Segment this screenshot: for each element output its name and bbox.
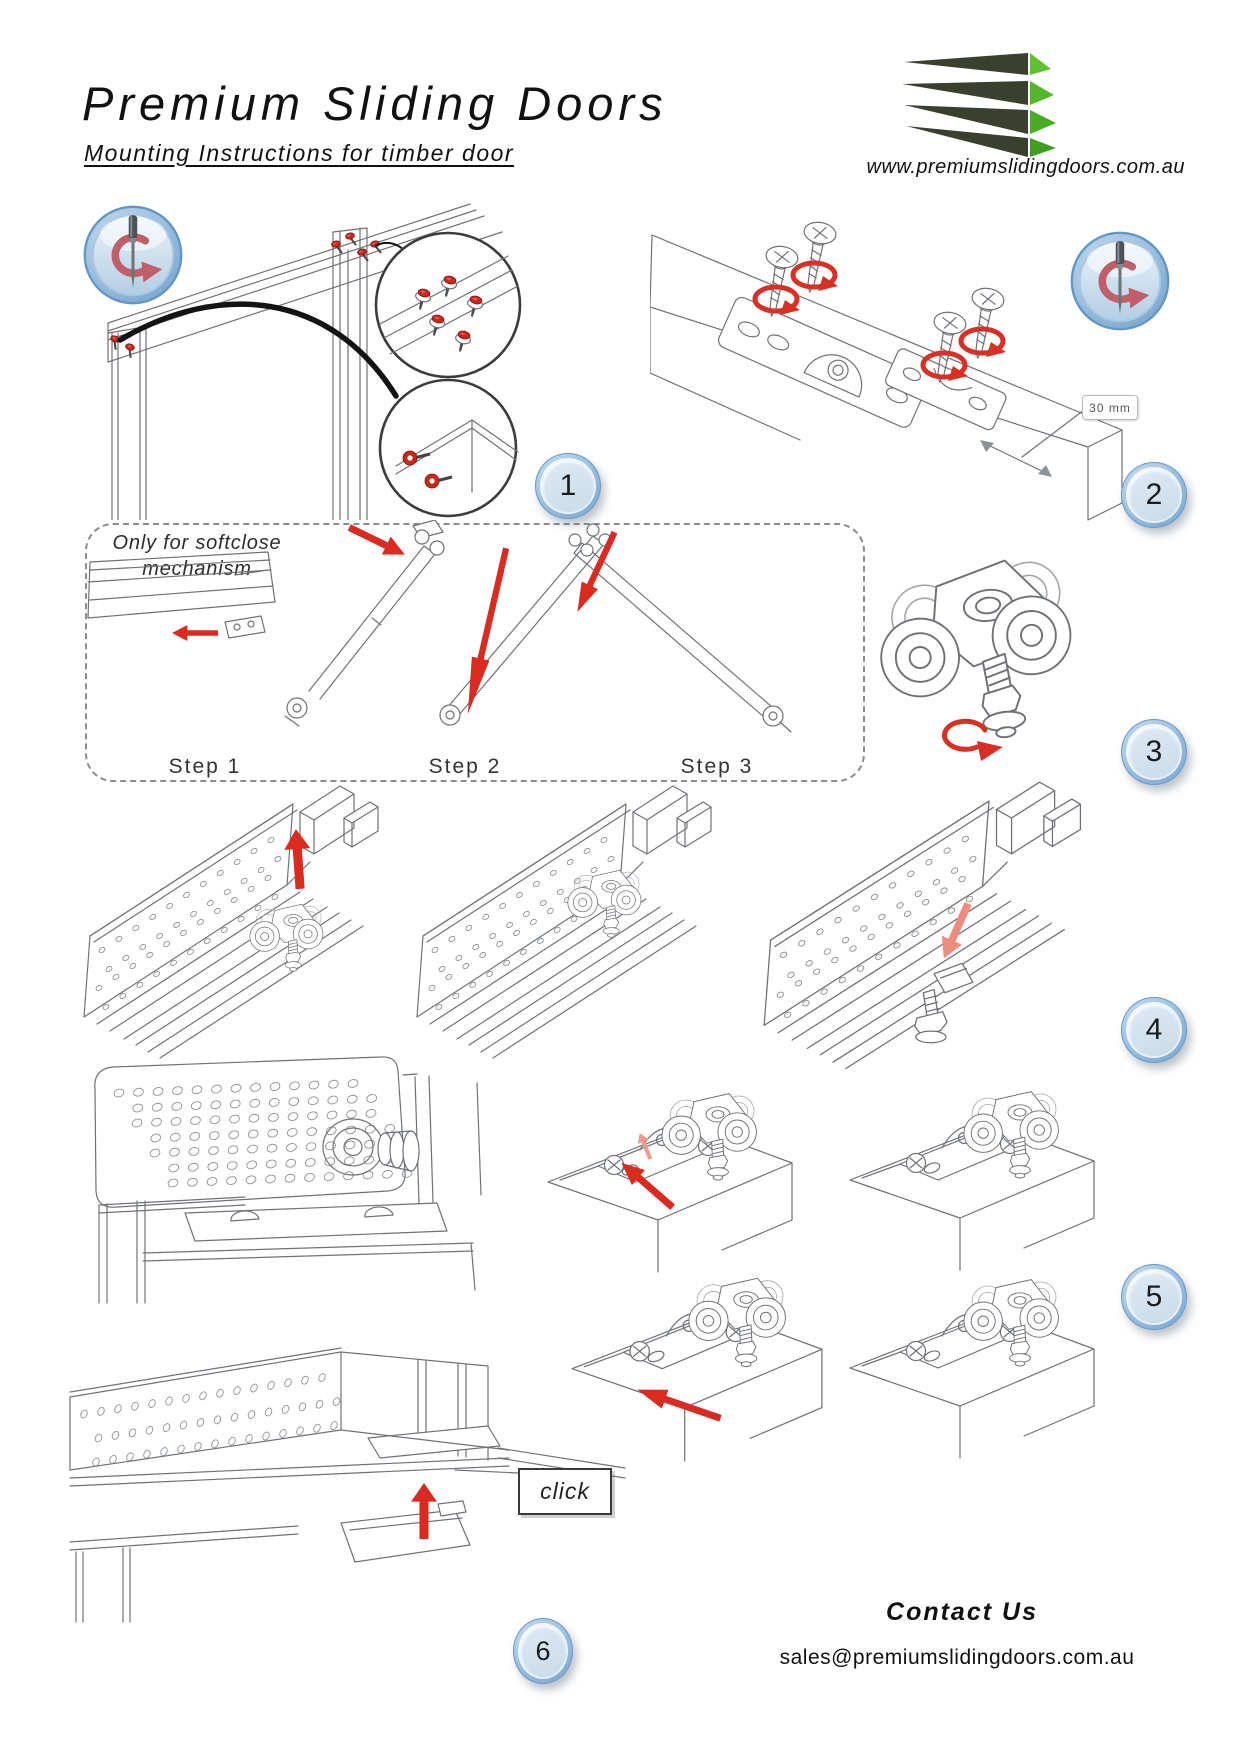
page-subtitle: Mounting Instructions for timber door bbox=[84, 140, 515, 166]
arrow-step2-extend bbox=[467, 547, 510, 714]
illustration-carriage-engage bbox=[540, 1068, 800, 1278]
screwdriver-rotate-icon bbox=[1070, 231, 1170, 331]
contact-email: sales@premiumslidingdoors.com.au bbox=[779, 1646, 1135, 1669]
illustration-carriage-locked bbox=[842, 1066, 1102, 1276]
softclose-arm-step3 bbox=[568, 533, 792, 733]
illustration-cassette-closeup bbox=[94, 1056, 482, 1304]
magnifier-circle-bottom bbox=[378, 378, 519, 518]
illustration-softclose-steps bbox=[87, 520, 792, 733]
softclose-step1-label: Step 1 bbox=[168, 755, 242, 778]
arrow-engage-carriage bbox=[621, 1162, 675, 1210]
arrow-slide-track bbox=[941, 902, 972, 959]
softclose-step3-label: Step 3 bbox=[680, 755, 754, 778]
step-badge-4: 4 bbox=[1121, 997, 1187, 1063]
softclose-note-line1: Only for softclose bbox=[112, 532, 282, 554]
illustration-cassette-insert bbox=[83, 785, 379, 1059]
rotation-arrow bbox=[942, 718, 1003, 761]
illustration-carriage-final bbox=[842, 1254, 1102, 1464]
step-badge-6: 6 bbox=[513, 1618, 573, 1684]
page-title: Premium Sliding Doors bbox=[82, 77, 668, 130]
arrow-adapter-clip bbox=[172, 625, 218, 641]
step-badge-3: 3 bbox=[1121, 719, 1187, 785]
arrow-click-up bbox=[411, 1483, 437, 1539]
illustration-roller-carriage bbox=[868, 551, 1085, 761]
softclose-option-box bbox=[85, 523, 865, 782]
softclose-arm-step2 bbox=[439, 523, 612, 726]
arrow-release-carriage bbox=[637, 1389, 722, 1422]
illustration-mounting-plate bbox=[650, 219, 1123, 521]
illustration-cassette-slide bbox=[763, 781, 1082, 1070]
softclose-step2-label: Step 2 bbox=[428, 755, 502, 778]
softclose-note: Only for softclose mechanism bbox=[92, 530, 302, 582]
illustration-frame-screw-positions bbox=[106, 203, 522, 520]
click-callout: click bbox=[518, 1468, 612, 1515]
softclose-note-line2: mechanism bbox=[142, 558, 252, 580]
rotation-arrows bbox=[752, 260, 1006, 381]
arrow-latch-small bbox=[637, 1133, 653, 1160]
step-badge-5: 5 bbox=[1121, 1264, 1187, 1330]
premium-sliding-doors-logo bbox=[902, 53, 1056, 157]
website-url: www.premiumslidingdoors.com.au bbox=[866, 156, 1185, 178]
screwdriver-rotate-icon bbox=[83, 205, 183, 305]
softclose-arm-step1 bbox=[284, 520, 445, 727]
illustration-cassette-seated bbox=[416, 785, 712, 1059]
mounting-plate bbox=[717, 296, 928, 428]
dimension-callout: 30 mm bbox=[1082, 395, 1138, 420]
arrow-insert-up bbox=[284, 829, 311, 890]
arrow-to-softclose-arm bbox=[347, 524, 405, 555]
contact-heading: Contact Us bbox=[886, 1598, 1038, 1626]
magnifier-circle-top bbox=[374, 231, 522, 379]
step-badge-2: 2 bbox=[1121, 462, 1187, 528]
arrow-step3-extend bbox=[577, 530, 618, 612]
illustration-floor-guide bbox=[69, 1347, 626, 1623]
step-badge-1: 1 bbox=[535, 453, 601, 519]
